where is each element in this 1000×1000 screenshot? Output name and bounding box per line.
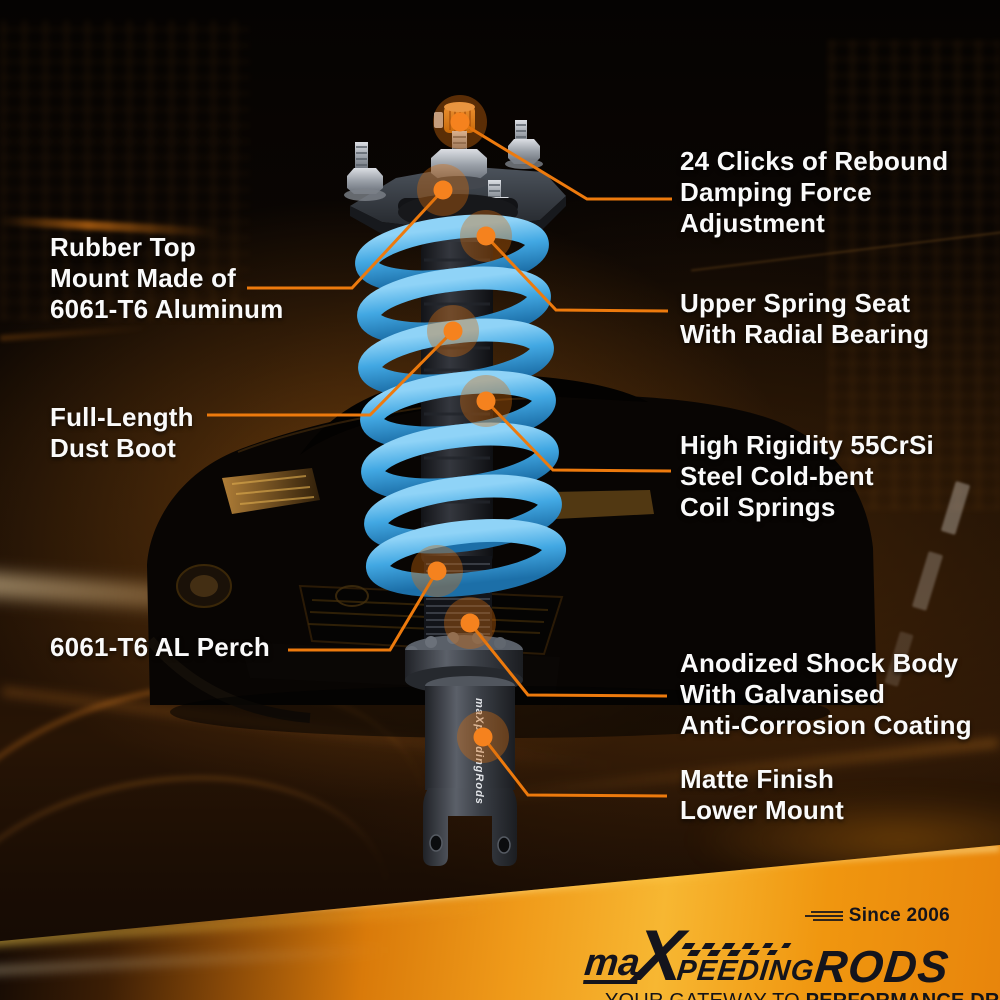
stud-nut xyxy=(508,139,540,164)
shock-body xyxy=(425,676,515,790)
callout-label-rebound-adjustment: 24 Clicks of Rebound Damping Force Adjus… xyxy=(680,146,949,239)
checkered-flag-icon xyxy=(682,942,792,956)
callout-label-dust-boot: Full-Length Dust Boot xyxy=(50,402,194,464)
callout-line-shock-body xyxy=(468,622,668,698)
callout-dots xyxy=(411,95,512,763)
callout-label-lower-mount: Matte Finish Lower Mount xyxy=(680,764,844,826)
brand-peeding: PEEDING xyxy=(675,942,816,987)
callout-label-al-perch: 6061-T6 AL Perch xyxy=(50,632,270,662)
brand-rods: RODS xyxy=(812,941,952,993)
since-text: Since 2006 xyxy=(848,905,950,926)
brand-tagline: YOUR GATEWAY TO PERFORMANCE DRIVING xyxy=(605,990,1000,1000)
callout-line-perch xyxy=(288,570,439,652)
callout-line-upper-seat xyxy=(484,234,669,313)
fork-lower-mount xyxy=(423,788,517,866)
callout-line-dust-boot xyxy=(207,329,455,417)
callout-label-shock-body: Anodized Shock Body With Galvanised Anti… xyxy=(680,648,972,741)
stud-nut xyxy=(347,168,383,194)
city-lights-right xyxy=(828,40,1000,510)
callout-line-springs xyxy=(484,399,672,473)
callout-line-rubber-mount xyxy=(247,188,445,290)
shock-body-logo-text: maXpeedingRods xyxy=(473,698,485,805)
callout-line-lower-mount xyxy=(481,736,668,798)
city-lights-left xyxy=(0,20,250,320)
callout-line-rebound xyxy=(459,120,672,201)
coilover-product: maXpeedingRods xyxy=(344,102,567,866)
callout-label-rubber-top-mount: Rubber Top Mount Made of 6061-T6 Aluminu… xyxy=(50,232,284,325)
callout-label-coil-springs: High Rigidity 55CrSi Steel Cold-bent Coi… xyxy=(680,430,934,523)
swoosh-highlight xyxy=(0,945,390,977)
speed-lines-icon xyxy=(804,911,843,921)
callout-label-upper-spring-seat: Upper Spring Seat With Radial Bearing xyxy=(680,288,930,350)
callout-lines xyxy=(207,120,672,798)
